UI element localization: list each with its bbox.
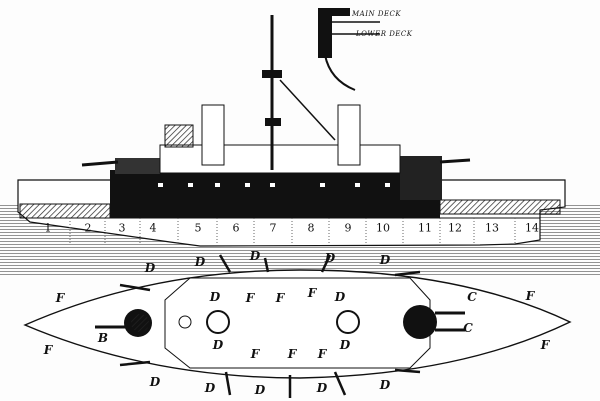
compartment-number: 12 (448, 221, 462, 235)
compartment-number: 4 (149, 221, 157, 235)
plan-label-d: D (204, 381, 216, 395)
compartment-number: 7 (269, 221, 277, 235)
plan-label-f: F (250, 347, 260, 361)
plan-label-d: D (212, 338, 224, 352)
plan-label-d: D (324, 251, 336, 265)
plan-label-d: D (149, 375, 161, 389)
compartment-number: 14 (525, 221, 539, 235)
plan-label-d: D (316, 381, 328, 395)
compartment-number: 3 (118, 221, 126, 235)
fore-turret (115, 158, 160, 174)
compartment-number: 11 (418, 221, 432, 235)
plan-label-f: F (245, 291, 255, 305)
main-deck-label: MAIN DECK (352, 10, 402, 18)
fore-funnel (201, 104, 225, 166)
armor-belt-fore (19, 203, 111, 219)
gun-detail-inset (318, 8, 380, 91)
lower-top (265, 118, 281, 126)
plan-label-c: C (463, 321, 473, 335)
fore-funnel-plan (206, 310, 230, 334)
plan-label-d: D (339, 338, 351, 352)
plan-label-d: D (194, 255, 206, 269)
armored-citadel (110, 170, 440, 218)
fore-gun (81, 160, 119, 167)
plan-label-f: F (307, 286, 317, 300)
plan-label-f: F (317, 347, 327, 361)
compartment-number: 10 (376, 221, 390, 235)
aft-funnel-plan (336, 310, 360, 334)
plan-label-f: F (540, 338, 550, 352)
plan-label-d: D (379, 378, 391, 392)
superstructure-plan (164, 277, 431, 369)
plan-label-d: D (144, 261, 156, 275)
plan-label-d: D (249, 249, 261, 263)
aft-barbette (403, 305, 437, 339)
compartment-number: 13 (485, 221, 499, 235)
compartment-number: 2 (84, 221, 92, 235)
plan-label-d: D (379, 253, 391, 267)
plan-label-f: F (275, 291, 285, 305)
plan-label-f: F (287, 347, 297, 361)
bridge (164, 124, 194, 148)
plan-label-d: D (334, 290, 346, 304)
plan-label-b: B (97, 331, 109, 345)
aft-funnel (337, 104, 361, 166)
plan-label-c: C (467, 290, 477, 304)
plan-label-f: F (43, 343, 53, 357)
compartment-number: 9 (344, 221, 352, 235)
superstructure (159, 144, 401, 174)
compartment-number: 6 (232, 221, 240, 235)
lower-deck-label: LOWER DECK (356, 30, 413, 38)
plan-label-f: F (525, 289, 535, 303)
aft-turret (400, 156, 442, 200)
armor-belt-aft (439, 199, 561, 215)
compartment-number: 1 (44, 221, 52, 235)
aft-gun (439, 158, 471, 164)
plan-label-d: D (254, 383, 266, 397)
plan-label-d: D (209, 290, 221, 304)
deck-plan-outline (23, 269, 572, 379)
compartment-number: 8 (307, 221, 315, 235)
fighting-top (262, 70, 282, 78)
plan-label-f: F (55, 291, 65, 305)
derrick (279, 79, 336, 141)
compartment-number: 5 (194, 221, 202, 235)
